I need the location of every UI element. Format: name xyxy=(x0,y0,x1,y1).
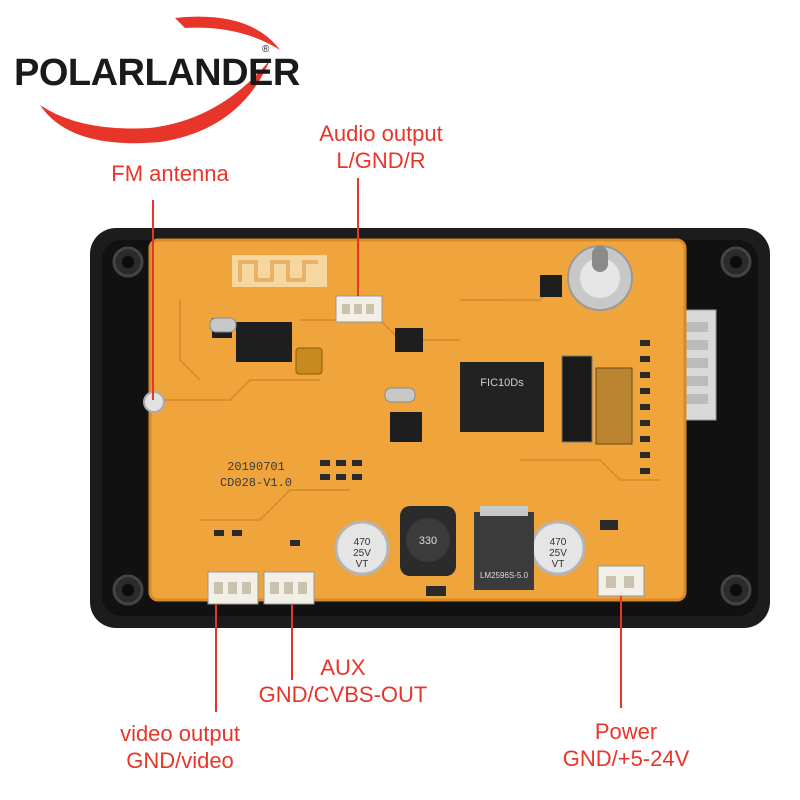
regulator-chip xyxy=(474,512,534,590)
inductor-value: 330 xyxy=(419,535,437,547)
label-video-output: video output GND/video xyxy=(120,721,240,773)
main-chip xyxy=(460,362,544,432)
cap-right-value: 470 xyxy=(550,537,567,548)
cap-left-value: 470 xyxy=(354,537,371,548)
cap-right-voltage: 25V xyxy=(549,548,567,559)
cap-left-voltage: 25V xyxy=(353,548,371,559)
power-connector xyxy=(597,565,645,597)
registered-mark: ® xyxy=(262,44,270,55)
regulator-text: LM2596S-5.0 xyxy=(480,571,529,580)
pcb-date-code: 20190701 xyxy=(227,460,285,474)
bt-antenna xyxy=(232,255,327,287)
label-power: Power GND/+5-24V xyxy=(562,719,690,771)
pcb-model: CD028-V1.0 xyxy=(220,476,292,490)
label-audio-output: Audio output L/GND/R xyxy=(319,121,443,173)
pointer-lines xyxy=(152,178,622,712)
cap-left-series: VT xyxy=(356,559,369,570)
label-fm-antenna: FM antenna xyxy=(111,161,229,186)
audio-chip xyxy=(236,322,292,362)
cap-right-series: VT xyxy=(552,559,565,570)
main-chip-text: FIC10Ds xyxy=(480,377,524,389)
brand-name: POLARLANDER xyxy=(14,52,300,94)
mount-holes xyxy=(112,246,752,606)
capacitor-left xyxy=(334,520,390,576)
ribbon-connector xyxy=(561,355,593,443)
label-aux: AUX GND/CVBS-OUT xyxy=(258,655,428,707)
